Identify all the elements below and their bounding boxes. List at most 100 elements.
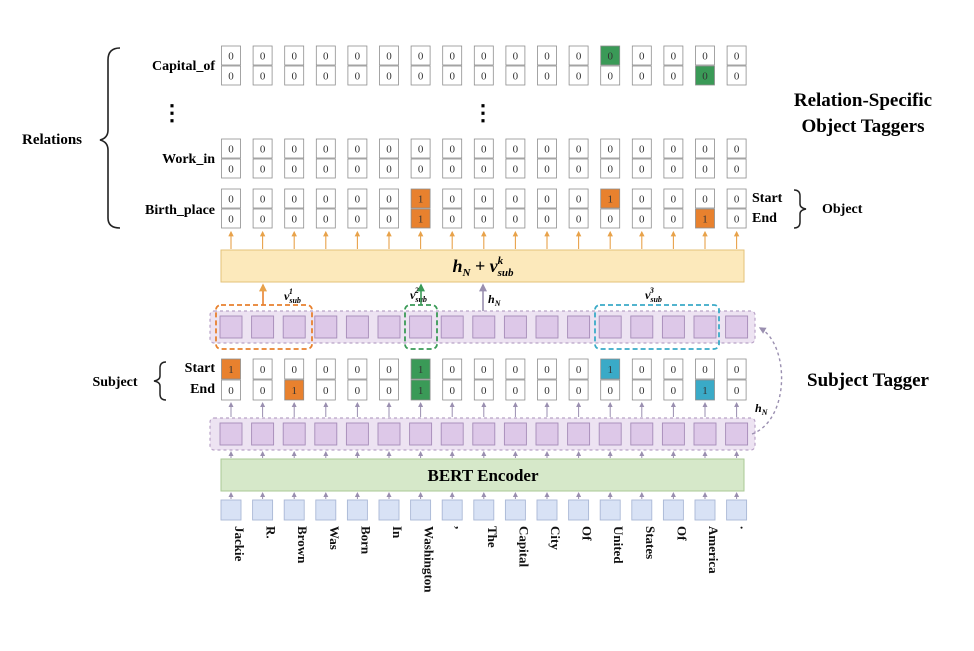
token-word: States: [643, 526, 658, 559]
relation-1-end-cell: [410, 158, 431, 179]
token-word: Brown: [295, 526, 310, 564]
subject-end-cell: [505, 379, 526, 401]
relation-0-start-cell-value: 0: [639, 51, 645, 63]
relation-1-end-cell-value: 0: [576, 164, 582, 176]
subject-start-cell-value: 0: [291, 364, 297, 376]
token-representation-cell: [535, 422, 559, 446]
relation-2-end-cell-value: 1: [702, 214, 708, 226]
relation-2-start-cell-value: 0: [702, 194, 708, 206]
subject-end-cell: [695, 379, 715, 401]
relation-2-end-cell: [726, 208, 747, 229]
relation-1-start-cell-value: 0: [355, 144, 361, 156]
subject-start-cell-value: 0: [355, 364, 361, 376]
token-word: America: [706, 526, 721, 574]
relation-2-end-cell: [379, 208, 399, 229]
token-word: .: [738, 526, 753, 529]
relation-1-start-cell: [537, 138, 557, 159]
relation-1-end-cell: [568, 158, 589, 179]
subject-vector-cell: [377, 315, 401, 339]
relation-0-end-cell: [379, 65, 399, 86]
relation-0-end-cell: [568, 65, 589, 86]
subject-end-cell: [410, 379, 431, 401]
relation-1-end-cell-value: 0: [418, 164, 424, 176]
relation-2-end-cell: [442, 208, 463, 229]
relation-2-end-cell-value: 0: [260, 214, 266, 226]
token-word: Of: [580, 526, 595, 541]
token-word: City: [548, 526, 563, 550]
subject-end-cell: [379, 379, 399, 401]
token-embedding-box: [283, 499, 305, 521]
relation-1-end-cell-value: 0: [260, 164, 266, 176]
token-embedding-box: [315, 499, 337, 521]
relation-1-start-cell: [473, 138, 494, 159]
relation-1-start-cell-value: 0: [260, 144, 266, 156]
relation-2-start-cell: [695, 188, 715, 209]
relation-0-end-cell: [600, 65, 621, 86]
relation-2-end-cell-value: 0: [323, 214, 329, 226]
relation-0-end-cell: [347, 65, 368, 86]
subject-end-cell: [315, 379, 336, 401]
relation-0-start-cell: [600, 45, 621, 66]
subject-end-cell-value: 1: [418, 385, 424, 397]
subject-vector-cell: [282, 315, 306, 339]
relation-1-end-cell-value: 0: [355, 164, 361, 176]
relation-2-end-cell-value: 0: [449, 214, 455, 226]
relation-0-start-cell: [442, 45, 463, 66]
relation-1-end-cell-value: 0: [291, 164, 297, 176]
relation-1-end-cell-value: 0: [607, 164, 613, 176]
token-representation-cell: [503, 422, 527, 446]
subject-start-cell: [631, 358, 652, 380]
relation-1-start-cell: [631, 138, 652, 159]
hn-loop-label: hN: [755, 401, 769, 417]
relation-1-start-cell: [663, 138, 684, 159]
subject-start-cell: [600, 358, 621, 380]
token-embedding-box: [536, 499, 558, 521]
relation-1-end-cell-value: 0: [513, 164, 519, 176]
token-word: In: [390, 526, 405, 539]
subject-start-cell-value: 0: [576, 364, 582, 376]
relation-1-end-cell: [221, 158, 241, 179]
token-representation-cell: [661, 422, 685, 446]
work-in-label: Work_in: [162, 152, 215, 167]
subject-end-cell: [442, 379, 463, 401]
relation-2-start-cell: [442, 188, 463, 209]
relation-2-end-cell-value: 0: [544, 214, 550, 226]
relation-1-start-cell-value: 0: [481, 144, 487, 156]
subject-vector-cell: [409, 315, 433, 339]
relation-1-start-cell: [505, 138, 526, 159]
relation-2-end-cell-value: 0: [291, 214, 297, 226]
relation-0-end-cell-value: 0: [449, 71, 455, 83]
relation-2-start-cell-value: 1: [607, 194, 613, 206]
relation-0-end-cell: [442, 65, 463, 86]
relation-2-end-cell-value: 0: [513, 214, 519, 226]
relation-1-start-cell: [726, 138, 747, 159]
relation-2-start-cell-value: 0: [449, 194, 455, 206]
relation-0-end-cell-value: 0: [355, 71, 361, 83]
subject-vector-cell: [503, 315, 527, 339]
subject-end-cell-value: 0: [513, 385, 519, 397]
relation-0-end-cell: [315, 65, 336, 86]
token-embedding-box: [378, 499, 400, 521]
relation-0-start-cell-value: 0: [576, 51, 582, 63]
subject-start-cell-value: 0: [734, 364, 740, 376]
relation-0-end-cell-value: 0: [228, 71, 234, 83]
relations-title-line2: Object Taggers: [802, 116, 925, 137]
token-embedding-box: [441, 499, 463, 521]
relation-0-start-cell-value: 0: [607, 51, 613, 63]
subject-start-cell-value: 1: [228, 364, 234, 376]
token-embedding-box: [346, 499, 368, 521]
token-representation-cell: [314, 422, 338, 446]
subject-vector-cell: [693, 315, 717, 339]
object-start-label: Start: [752, 191, 783, 206]
relation-0-end-cell: [221, 65, 241, 86]
relation-1-start-cell-value: 0: [702, 144, 708, 156]
relation-1-end-cell-value: 0: [228, 164, 234, 176]
relation-0-end-cell-value: 0: [481, 71, 487, 83]
subject-end-cell-value: 0: [544, 385, 550, 397]
relation-0-start-cell: [663, 45, 684, 66]
relation-0-start-cell-value: 0: [544, 51, 550, 63]
subject-vector-cell: [472, 315, 496, 339]
subject-start-cell-value: 0: [386, 364, 392, 376]
subject-start-cell-value: 1: [418, 364, 424, 376]
